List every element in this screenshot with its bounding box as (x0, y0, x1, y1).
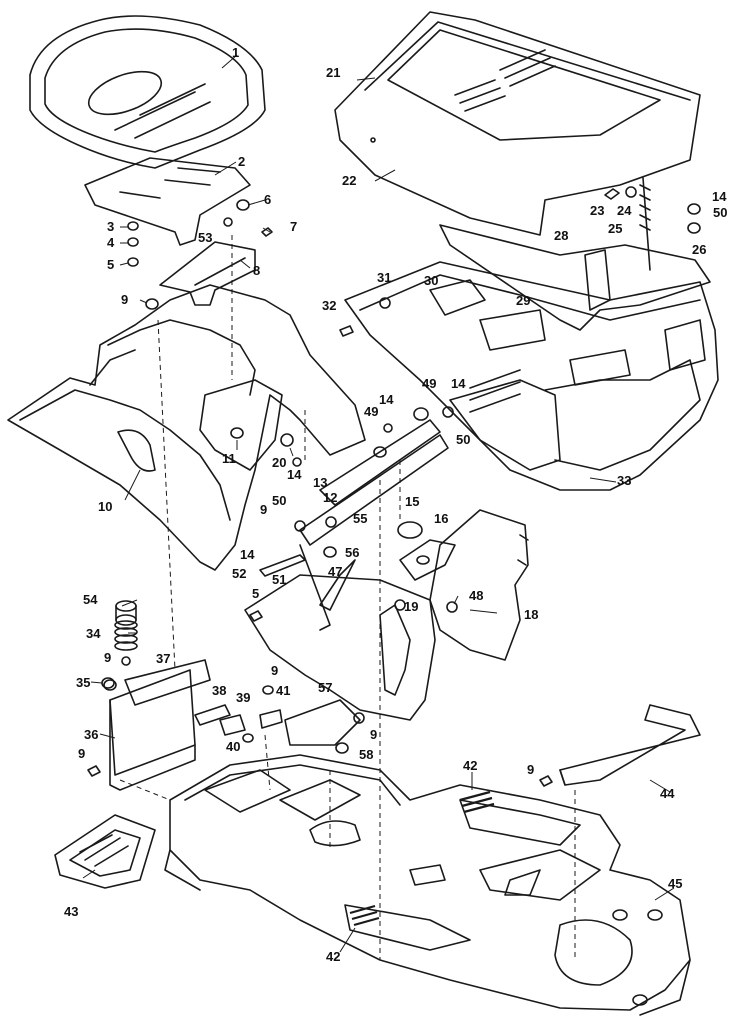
plate-42-bottom-hatch (349, 904, 380, 927)
steering-support-part (294, 406, 454, 546)
callout-25: 25 (608, 221, 623, 236)
callout-49: 49 (422, 376, 437, 391)
callout-15: 15 (405, 494, 420, 509)
callout-9-d: 9 (78, 746, 86, 761)
grille-housing-part (344, 261, 719, 491)
callout-50-b: 50 (456, 432, 471, 447)
alignment-lines (119, 235, 576, 960)
seat-bracket-part (84, 157, 251, 246)
frame-part (164, 754, 691, 1016)
callout-33: 33 (617, 473, 632, 488)
callout-8: 8 (253, 263, 261, 278)
callout-18: 18 (524, 607, 539, 622)
callout-12: 12 (323, 490, 338, 505)
callout-11: 11 (222, 451, 236, 466)
callout-2: 2 (238, 154, 246, 169)
rear-bracket-part (559, 704, 701, 786)
plate-42-top-hatch (459, 790, 495, 814)
left-bracket-part (103, 659, 254, 791)
callout-45: 45 (668, 876, 683, 891)
callout-55: 55 (353, 511, 368, 526)
hood-hardware-part (339, 186, 701, 337)
callout-14-b: 14 (240, 547, 255, 562)
callout-35: 35 (76, 675, 91, 690)
callout-40: 40 (226, 739, 241, 754)
callout-29: 29 (516, 293, 531, 308)
front-support-part (244, 574, 458, 721)
callout-9-g: 9 (527, 762, 535, 777)
callout-26: 26 (692, 242, 707, 257)
foot-pad-part (54, 814, 156, 889)
callout-28: 28 (554, 228, 569, 243)
callout-42-b: 42 (326, 949, 341, 964)
callout-3: 3 (107, 219, 115, 234)
callout-34: 34 (86, 626, 101, 641)
callout-6: 6 (264, 192, 272, 207)
fender-bolt-part (145, 298, 302, 467)
callout-51: 51 (272, 572, 287, 587)
shift-rod-part (259, 544, 356, 631)
callout-47: 47 (328, 564, 343, 579)
callout-36: 36 (84, 727, 99, 742)
callout-13: 13 (313, 475, 328, 490)
callout-54: 54 (83, 592, 98, 607)
leader-lines (82, 54, 675, 953)
callout-20: 20 (272, 455, 287, 470)
callout-9-f: 9 (370, 727, 378, 742)
callout-57: 57 (318, 680, 333, 695)
callout-30: 30 (424, 273, 439, 288)
spring-assembly-part (114, 600, 138, 666)
callout-9-b: 9 (260, 502, 268, 517)
callout-43: 43 (64, 904, 79, 919)
callout-49-b: 49 (364, 404, 379, 419)
callout-7: 7 (290, 219, 298, 234)
dash-panel-part (429, 509, 529, 661)
callout-37: 37 (156, 651, 171, 666)
callout-42: 42 (463, 758, 478, 773)
callout-9-e: 9 (271, 663, 279, 678)
callout-32: 32 (322, 298, 337, 313)
callout-5: 5 (107, 257, 115, 272)
callout-9-c: 9 (104, 650, 112, 665)
callout-24: 24 (617, 203, 632, 218)
callout-31: 31 (377, 270, 392, 285)
callout-10: 10 (98, 499, 113, 514)
callout-56: 56 (345, 545, 360, 560)
callout-16: 16 (434, 511, 449, 526)
callout-38: 38 (212, 683, 227, 698)
hood-part (334, 11, 701, 236)
callout-21: 21 (326, 65, 341, 80)
callout-19: 19 (404, 599, 419, 614)
callout-1: 1 (232, 45, 240, 60)
callout-50: 50 (272, 493, 287, 508)
callout-58: 58 (359, 747, 374, 762)
callout-9: 9 (121, 292, 129, 307)
callout-52: 52 (232, 566, 247, 581)
callout-14: 14 (287, 467, 302, 482)
steering-bushing-part (323, 521, 456, 581)
center-bracket-part (259, 685, 365, 754)
callout-53: 53 (198, 230, 213, 245)
callout-14-c: 14 (379, 392, 394, 407)
callout-41: 41 (276, 683, 291, 698)
callout-14-d: 14 (451, 376, 466, 391)
dash-support-part (439, 177, 711, 331)
callout-5-b: 5 (252, 586, 260, 601)
callout-4: 4 (107, 235, 115, 250)
callout-50-c: 50 (713, 205, 728, 220)
callout-48: 48 (469, 588, 484, 603)
callout-14-e: 14 (712, 189, 727, 204)
seat-hinge-plate-part (159, 241, 256, 306)
callout-23: 23 (590, 203, 605, 218)
seat-part (29, 15, 266, 169)
callout-39: 39 (236, 690, 251, 705)
callout-44: 44 (660, 786, 675, 801)
callout-22: 22 (342, 173, 357, 188)
fender-part (7, 284, 366, 571)
